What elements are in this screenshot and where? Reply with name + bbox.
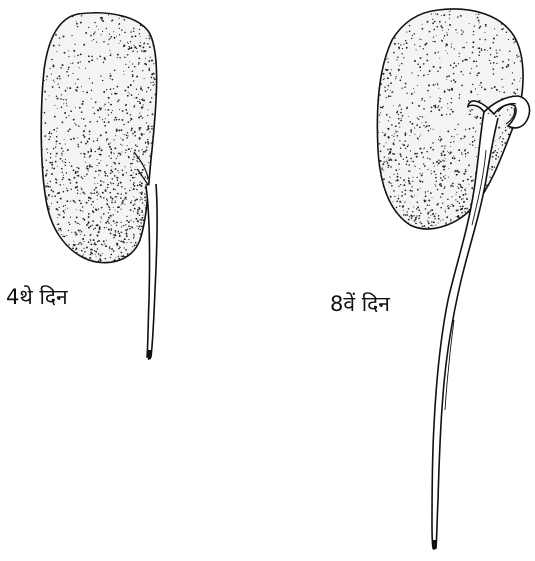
- day4-label: 4थे दिन: [6, 287, 68, 308]
- radicle-day4-outline: [146, 184, 157, 357]
- day8-label: 8वें दिन: [330, 294, 390, 315]
- seed-day8: [375, 6, 528, 239]
- radicle-day4: [146, 184, 157, 360]
- radicle-day4-tip: [147, 350, 151, 360]
- seed-day4: [39, 9, 161, 270]
